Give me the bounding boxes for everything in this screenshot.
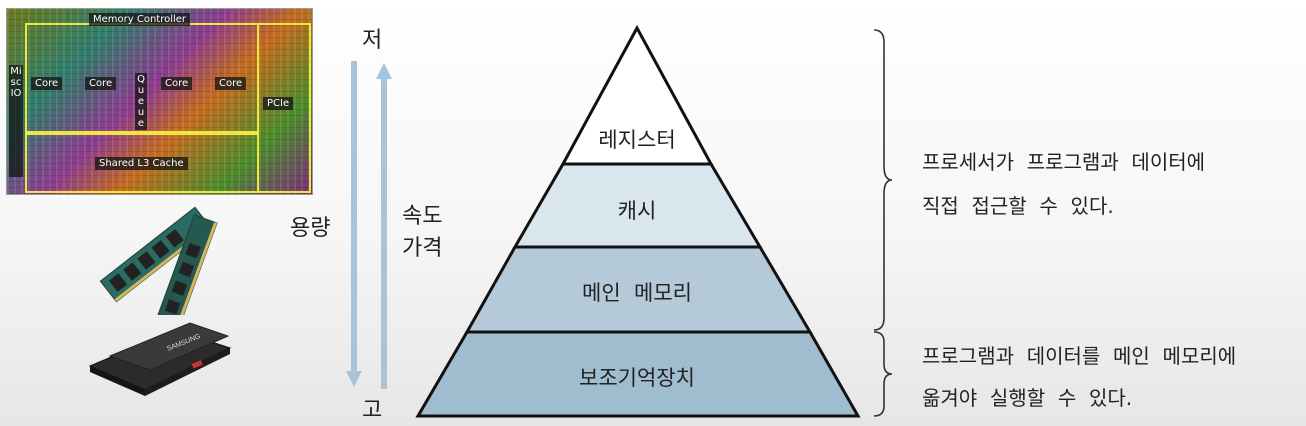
core-label-4: Core <box>215 77 247 90</box>
scale-arrows <box>346 61 392 389</box>
upper-description-line1: 프로세서가 프로그램과 데이터에 <box>922 150 1206 174</box>
speed-arrow-head <box>376 63 392 79</box>
capacity-label: 용량 <box>290 216 331 241</box>
scale-bottom-label: 고 <box>362 398 383 423</box>
price-label: 가격 <box>402 236 443 261</box>
ssd-image: SAMSUNG <box>88 322 232 396</box>
pyramid-label-main-memory: 메인 메모리 <box>582 281 692 305</box>
memory-controller-label: Memory Controller <box>89 13 191 26</box>
lower-description-line2: 옮겨야 실행할 수 있다. <box>922 386 1133 410</box>
core-label-2: Core <box>85 77 117 90</box>
capacity-arrow-head <box>346 371 362 387</box>
ram-image <box>99 206 218 315</box>
upper-description-line2: 직접 접근할 수 있다. <box>922 194 1114 218</box>
pcie-region <box>257 23 311 193</box>
queue-label: Queue <box>135 73 147 130</box>
speed-label: 속도 <box>402 204 443 229</box>
cpu-die-image: Memory Controller Core Core Queue Core C… <box>6 8 313 195</box>
pyramid-label-cache: 캐시 <box>617 199 657 223</box>
lower-description-line1: 프로그램과 데이터를 메인 메모리에 <box>922 344 1237 368</box>
pcie-label: PCIe <box>263 97 294 110</box>
pyramid-label-register: 레지스터 <box>598 128 676 152</box>
lower-brace <box>873 331 893 417</box>
core-label-3: Core <box>161 77 193 90</box>
upper-brace <box>873 29 893 331</box>
pyramid-level-secondary-storage <box>415 330 861 418</box>
pyramid-label-secondary-storage: 보조기억장치 <box>579 366 695 390</box>
misc-io-label: Misc IO <box>9 65 23 177</box>
core-label-1: Core <box>31 77 63 90</box>
l3-cache-label: Shared L3 Cache <box>95 157 188 170</box>
scale-top-label: 저 <box>362 28 383 53</box>
braces <box>873 29 893 417</box>
